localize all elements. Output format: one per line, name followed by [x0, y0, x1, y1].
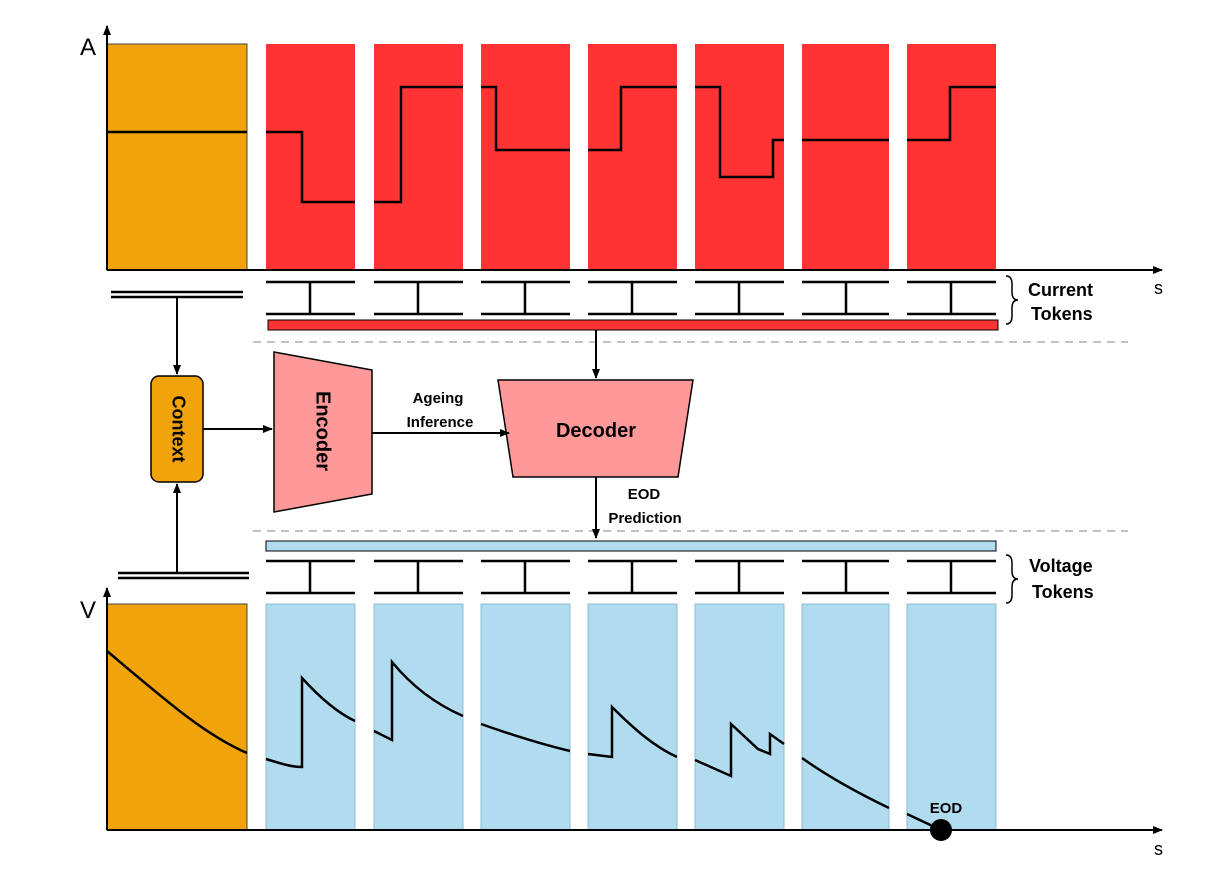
ageing-inference-label-line1: Ageing	[413, 390, 464, 407]
voltage-token-marker	[374, 559, 463, 595]
voltage-token-marker	[802, 559, 889, 595]
current-token-marker	[802, 280, 889, 316]
current-token-block	[266, 44, 355, 270]
current-token-block	[588, 44, 677, 270]
current-token-marker	[907, 280, 996, 316]
current-token-block	[802, 44, 889, 270]
voltage-token-block	[587, 603, 678, 831]
voltage-token-block	[480, 603, 571, 831]
context-label: Context	[168, 396, 188, 463]
current-token-blocks	[266, 44, 996, 270]
current-token-block	[907, 44, 996, 270]
current-embedding-bar	[267, 319, 999, 331]
current-x-axis-label: s	[1154, 278, 1163, 298]
current-tokens-label-line1: Current	[1028, 280, 1093, 300]
voltage-token-marker	[695, 559, 784, 595]
context-box: Context	[150, 375, 204, 483]
current-profile-curve	[107, 85, 996, 204]
ageing-inference-label-line2: Inference	[407, 414, 474, 431]
current-token-block	[374, 44, 463, 270]
decoder-label: Decoder	[556, 420, 636, 442]
current-token-marker	[266, 280, 355, 316]
eod-marker	[930, 819, 952, 841]
voltage-token-block	[373, 603, 464, 831]
encoder-label: Encoder	[312, 391, 334, 471]
voltage-tokens-brace	[1005, 554, 1019, 604]
voltage-embedding-bar	[265, 540, 997, 552]
current-token-block	[695, 44, 784, 270]
current-y-axis-label: A	[80, 34, 96, 61]
current-tokens-brace	[1005, 275, 1019, 325]
voltage-token-marker	[481, 559, 570, 595]
voltage-token-blocks	[265, 603, 997, 831]
voltage-token-marker	[266, 559, 355, 595]
voltage-token-block	[265, 603, 356, 831]
voltage-token-marker	[588, 559, 677, 595]
current-token-marker	[695, 280, 784, 316]
current-context-block	[106, 43, 248, 271]
voltage-y-axis-label: V	[80, 597, 96, 624]
current-context-marker	[111, 290, 243, 299]
voltage-token-marker	[907, 559, 996, 595]
voltage-token-block	[801, 603, 890, 831]
decoder-block: Decoder	[497, 379, 694, 478]
voltage-tokens-label-line1: Voltage	[1029, 556, 1093, 576]
voltage-context-block	[106, 603, 248, 831]
current-panel: A s	[80, 25, 1163, 298]
current-token-block	[481, 44, 570, 270]
encoder-block: Encoder	[273, 351, 373, 513]
voltage-token-block	[694, 603, 785, 831]
voltage-token-markers	[266, 559, 996, 595]
voltage-x-axis-label: s	[1154, 839, 1163, 859]
current-token-marker	[588, 280, 677, 316]
voltage-profile-curve	[106, 650, 942, 832]
eod-marker-label: EOD	[930, 800, 963, 817]
current-token-marker	[481, 280, 570, 316]
flow-arrows	[173, 297, 600, 572]
voltage-panel: V s EOD	[80, 587, 1163, 859]
eod-prediction-label-line2: Prediction	[608, 510, 681, 527]
voltage-token-block	[906, 603, 997, 831]
current-token-marker	[374, 280, 463, 316]
current-token-markers	[266, 280, 996, 316]
eod-prediction-label-line1: EOD	[628, 486, 661, 503]
voltage-tokens-label-line2: Tokens	[1032, 582, 1094, 602]
voltage-context-marker	[118, 571, 249, 580]
current-tokens-label-line2: Tokens	[1031, 304, 1093, 324]
